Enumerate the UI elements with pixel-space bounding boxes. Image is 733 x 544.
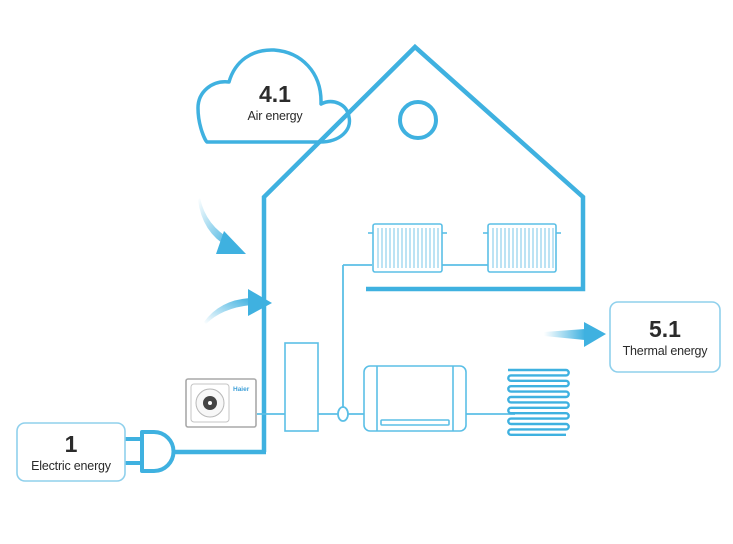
air-inflow-arrow-upper: [198, 198, 246, 254]
air-inflow-arrow-lower-shaft: [204, 298, 251, 324]
brand-logo: Haier: [233, 386, 250, 393]
outdoor-heat-pump: Haier: [185, 378, 257, 428]
electric-energy-box-outline: [16, 422, 126, 482]
air-inflow-arrow-upper-head: [216, 231, 246, 254]
electric-energy-value: 1: [64, 431, 78, 457]
electric-energy-text: Electric energy: [31, 459, 111, 473]
thermal-energy-value: 5.1: [649, 316, 681, 342]
air-energy-text: Air energy: [247, 109, 303, 123]
radiator: [368, 223, 447, 273]
air-energy-label: 4.1 Air energy: [215, 78, 335, 128]
radiator: [483, 223, 561, 273]
thermal-output-arrow-head: [584, 322, 606, 347]
thermal-output-arrow-shaft: [544, 329, 585, 340]
coil-path: [507, 368, 570, 436]
water-tank: [284, 342, 319, 432]
plug-icon: [123, 430, 176, 473]
attic-window: [398, 100, 438, 140]
underfloor-heating-coil: [507, 368, 570, 436]
air-inflow-arrow-lower: [204, 289, 272, 324]
valve: [337, 406, 349, 422]
indoor-unit: [363, 365, 467, 432]
thermal-energy-label: 5.1 Thermal energy: [610, 306, 720, 370]
thermal-output-arrow: [544, 322, 606, 347]
electric-energy-label: 1 Electric energy: [17, 426, 125, 480]
air-inflow-arrow-lower-head: [248, 289, 272, 316]
energy-arrows: [198, 198, 606, 347]
thermal-energy-box-outline: [609, 301, 721, 373]
cloud-icon: [196, 48, 352, 144]
thermal-energy-text: Thermal energy: [622, 344, 708, 358]
air-energy-value: 4.1: [259, 81, 291, 107]
house-outline: [261, 43, 586, 452]
